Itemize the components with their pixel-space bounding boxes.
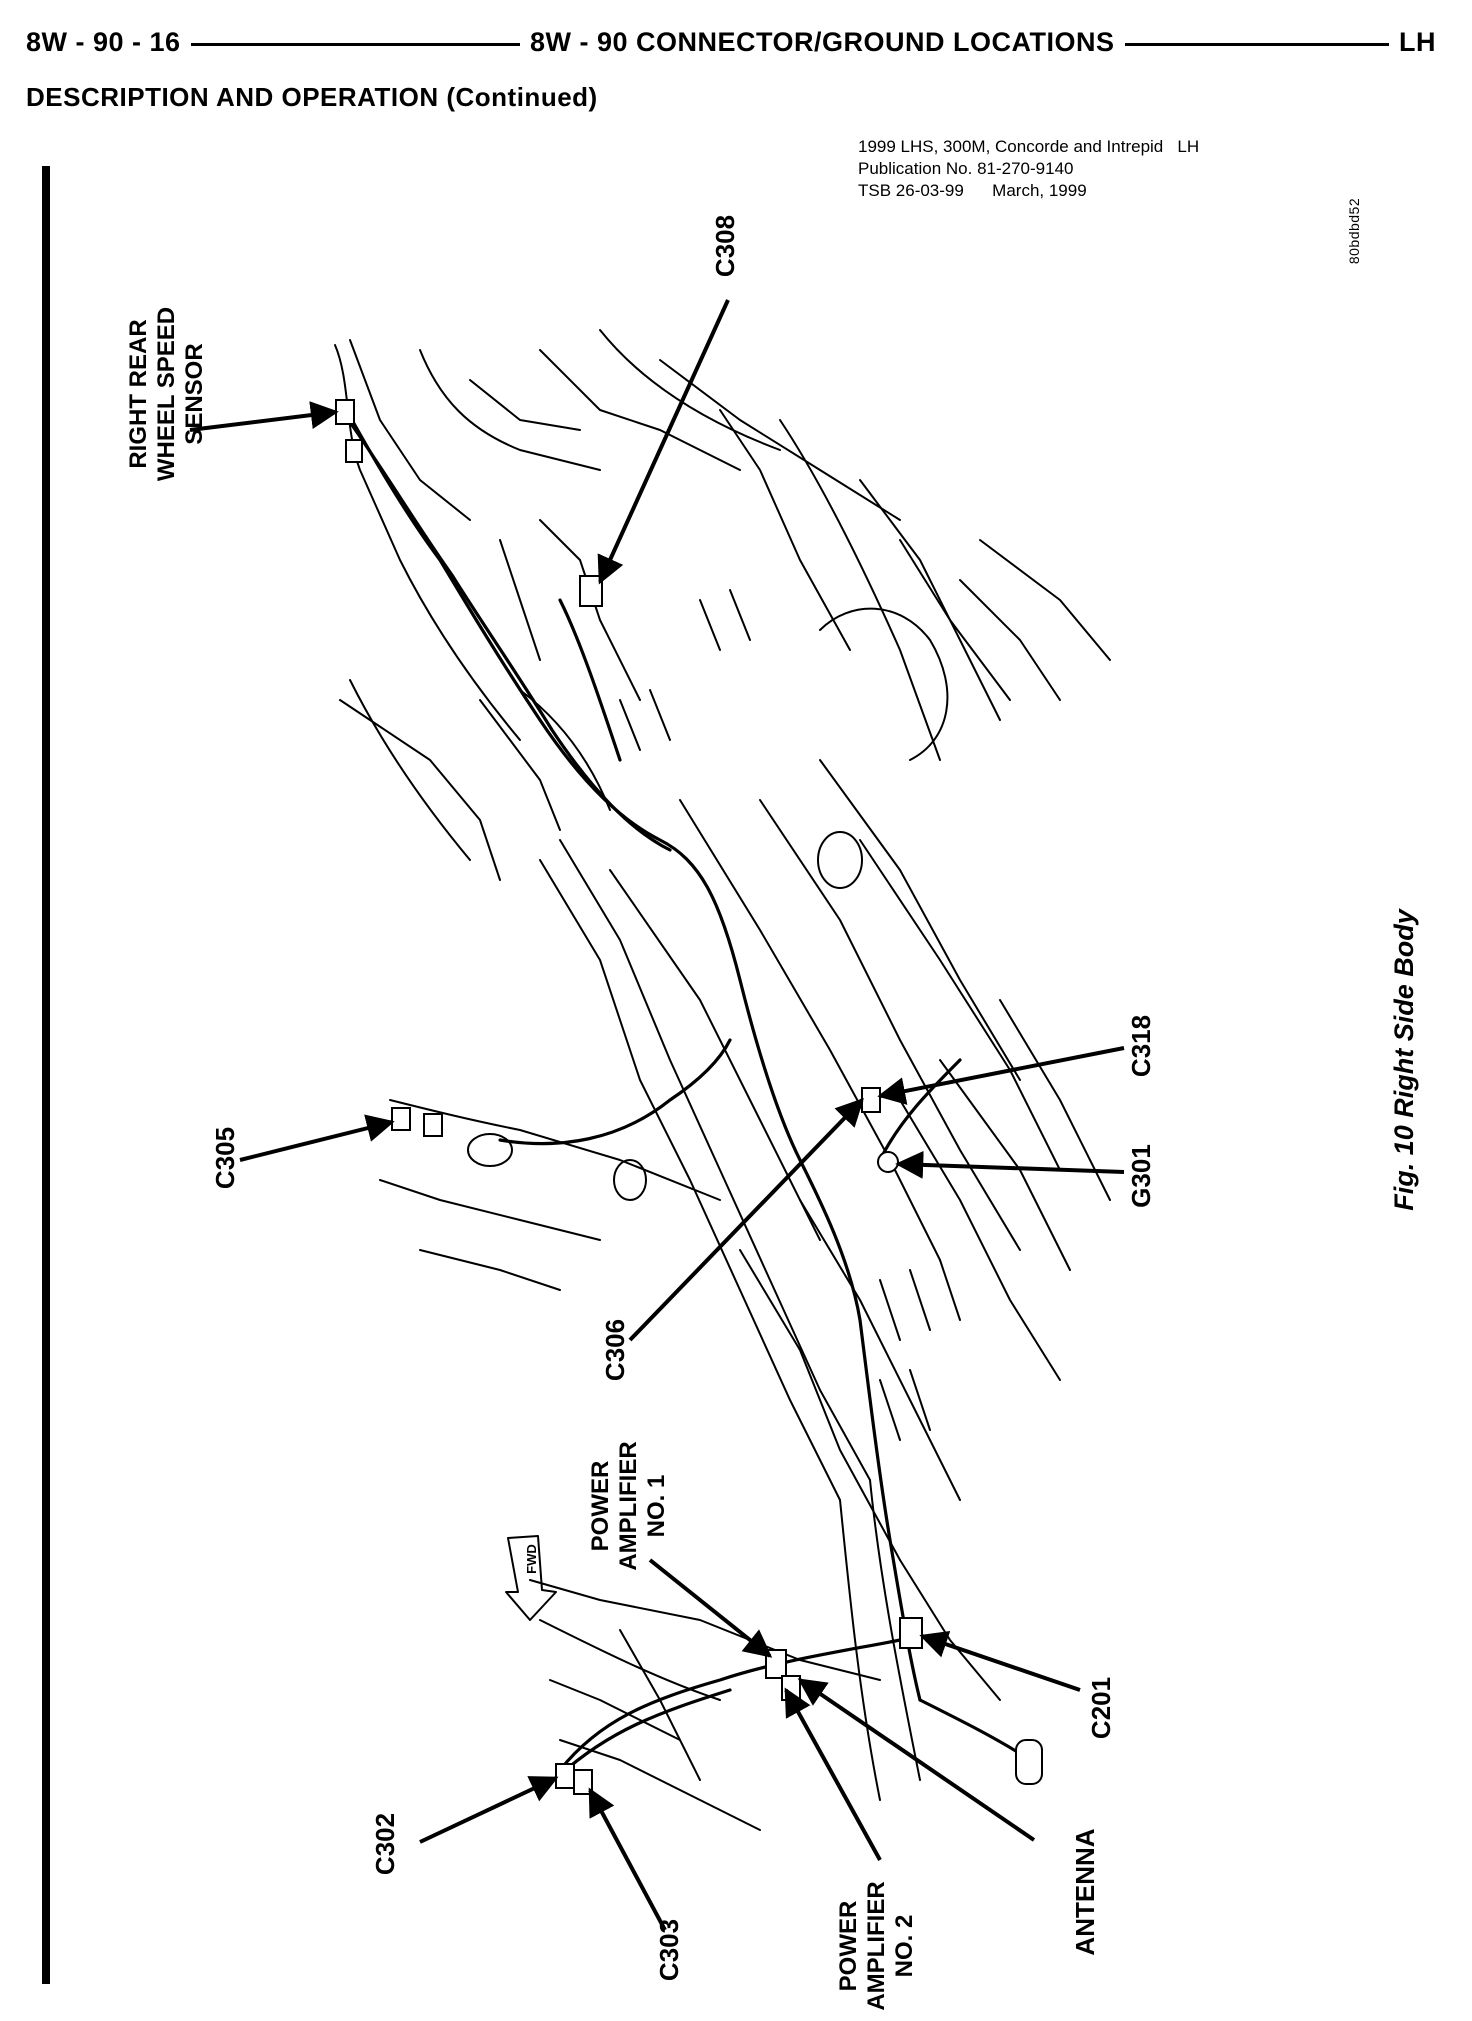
page-title: 8W - 90 CONNECTOR/GROUND LOCATIONS [520, 26, 1125, 58]
label-right-rear-wheel-speed-sensor: RIGHT REAR WHEEL SPEED SENSOR [125, 306, 208, 482]
publication-line-1: 1999 LHS, 300M, Concorde and Intrepid LH [858, 137, 1200, 156]
body-outline [334, 329, 1111, 1831]
page-header: 8W - 90 - 16 8W - 90 CONNECTOR/GROUND LO… [26, 26, 1436, 66]
margin-bar [42, 166, 50, 1984]
label-fwd: FWD [524, 1544, 539, 1574]
label-c201: C201 [1086, 1676, 1116, 1740]
publication-info: 1999 LHS, 300M, Concorde and Intrepid LH… [858, 136, 1199, 202]
label-c303: C303 [654, 1918, 684, 1982]
label-c302: C302 [370, 1812, 400, 1876]
label-c305: C305 [210, 1126, 240, 1190]
label-power-amplifier-2: POWER AMPLIFIER NO. 2 [835, 1881, 918, 2011]
label-c306: C306 [600, 1318, 630, 1382]
publication-line-3: TSB 26-03-99 March, 1999 [858, 181, 1087, 200]
figure-caption: Fig. 10 Right Side Body [1389, 909, 1419, 1211]
label-c308: C308 [710, 214, 740, 278]
section-title: DESCRIPTION AND OPERATION (Continued) [26, 82, 598, 112]
leader-arrows [189, 299, 1125, 1931]
label-c318: C318 [1126, 1014, 1156, 1078]
label-g301: G301 [1126, 1144, 1156, 1208]
page-number: 8W - 90 - 16 [26, 26, 191, 58]
label-power-amplifier-1: POWER AMPLIFIER NO. 1 [587, 1441, 670, 1571]
wiring-harness [350, 418, 1032, 1777]
image-id: 80bdbd52 [1346, 197, 1362, 265]
model-code: LH [1389, 26, 1436, 58]
connector-bodies [335, 399, 1043, 1795]
label-antenna: ANTENNA [1070, 1828, 1100, 1956]
publication-line-2: Publication No. 81-270-9140 [858, 159, 1074, 178]
